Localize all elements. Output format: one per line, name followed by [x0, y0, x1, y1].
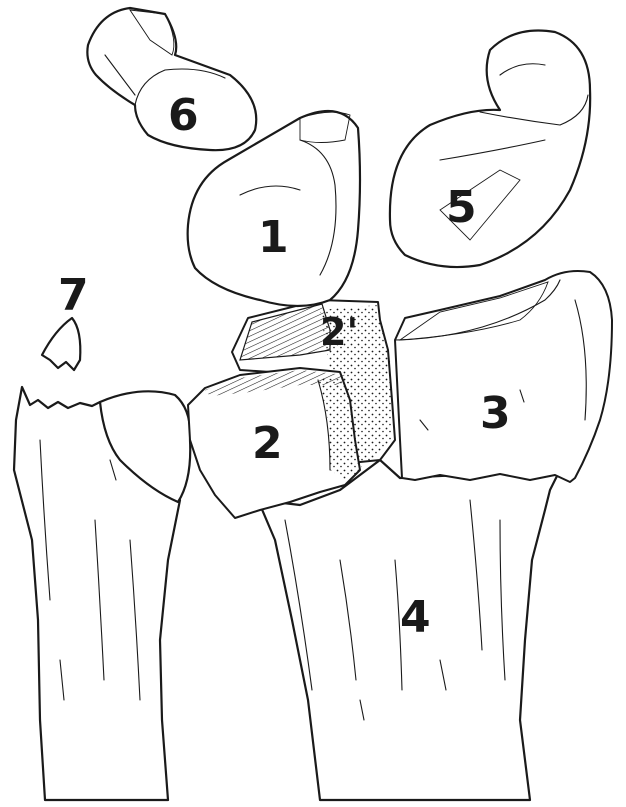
fragment-7 — [42, 318, 80, 370]
label-5: 5 — [446, 182, 477, 233]
label-2-prime: 2' — [320, 310, 358, 354]
label-1: 1 — [258, 212, 289, 263]
fragment-3 — [395, 271, 612, 482]
label-7: 7 — [58, 270, 89, 321]
label-3: 3 — [480, 388, 511, 439]
label-4: 4 — [400, 592, 431, 643]
bone-5 — [390, 30, 590, 267]
label-6: 6 — [168, 90, 199, 141]
label-2: 2 — [252, 418, 283, 469]
